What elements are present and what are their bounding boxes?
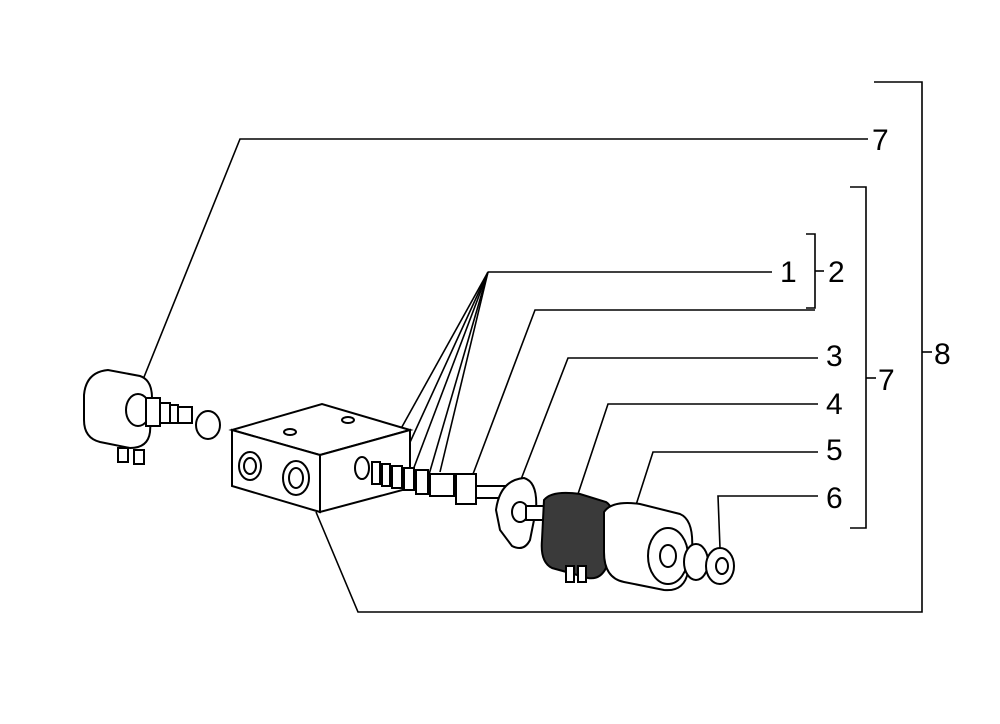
valve-body <box>228 402 414 514</box>
left-ring-1 <box>159 402 171 424</box>
coil-terminal-1 <box>565 565 575 583</box>
o-ring-5 <box>415 469 429 495</box>
label-7-mid: 7 <box>878 364 895 397</box>
label-4: 4 <box>826 388 843 421</box>
left-coil <box>83 368 154 450</box>
nut-part-6 <box>683 543 735 585</box>
leader-6 <box>717 495 818 549</box>
coil-terminal-2 <box>577 565 587 583</box>
coil-part-4 <box>525 491 615 583</box>
washer-part-3 <box>494 476 538 549</box>
left-ring-2 <box>169 404 179 424</box>
leader-1e <box>439 271 489 473</box>
label-2: 2 <box>828 256 845 289</box>
label-7-top: 7 <box>872 124 889 157</box>
leader-1c <box>409 271 489 479</box>
label-8: 8 <box>934 338 951 371</box>
port-1-inner <box>243 457 257 475</box>
valve-body-side-port <box>354 456 370 480</box>
valve-body-hole-2 <box>341 416 355 424</box>
port-2-inner <box>288 467 304 489</box>
o-ring-3 <box>391 465 403 489</box>
left-stem <box>177 406 193 424</box>
cover-part-5 <box>603 502 694 592</box>
o-ring-1 <box>371 461 381 485</box>
cartridge-assembly <box>371 461 509 505</box>
leader-1d <box>427 271 489 479</box>
o-ring-2 <box>381 463 391 487</box>
bracket-2 <box>806 233 816 309</box>
leader-2 <box>469 309 815 483</box>
label-6: 6 <box>826 482 843 515</box>
coil-tube <box>525 505 545 521</box>
callout-labels: 7 1 2 3 7 8 4 5 6 <box>780 124 951 515</box>
label-1: 1 <box>780 256 797 289</box>
left-solenoid-assembly <box>83 368 221 465</box>
valve-body-hole-1 <box>283 428 297 436</box>
leader-lines <box>141 81 932 613</box>
leader-5 <box>635 451 818 506</box>
label-5: 5 <box>826 434 843 467</box>
cartridge-hex-nut <box>455 473 477 505</box>
leader-7-top <box>141 138 868 383</box>
o-ring-4 <box>403 467 415 491</box>
left-terminal-1 <box>117 447 129 463</box>
left-nut <box>145 397 161 427</box>
label-3: 3 <box>826 340 843 373</box>
left-cartridge-tip <box>195 410 221 440</box>
bracket-8 <box>315 81 923 613</box>
leader-3 <box>519 357 818 483</box>
nut-hole <box>715 557 729 575</box>
left-terminal-2 <box>133 449 145 465</box>
leader-4 <box>577 403 818 495</box>
nut-washer <box>683 543 709 581</box>
cover-hole <box>659 544 677 568</box>
cartridge-body <box>429 473 455 497</box>
bracket-7 <box>850 186 867 529</box>
